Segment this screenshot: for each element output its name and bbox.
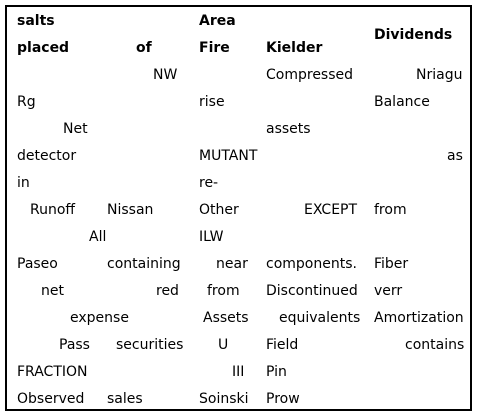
table-cell: Fiber bbox=[374, 256, 409, 272]
header-cell: Area bbox=[199, 13, 236, 29]
table-cell: Pin bbox=[266, 364, 287, 380]
header-cell: salts bbox=[17, 13, 55, 29]
table-cell: MUTANT bbox=[199, 148, 258, 164]
table-cell: expense bbox=[70, 310, 129, 326]
table-cell: Rg bbox=[17, 94, 36, 110]
table-cell: from bbox=[374, 202, 407, 218]
table-cell: containing bbox=[107, 256, 181, 272]
table-cell: III bbox=[232, 364, 245, 380]
table-cell: securities bbox=[116, 337, 184, 353]
header-cell: of bbox=[136, 40, 152, 56]
header-cell: Fire bbox=[199, 40, 230, 56]
table-cell: Amortization bbox=[374, 310, 464, 326]
header-cell: Dividends bbox=[374, 27, 453, 43]
table-cell: equivalents bbox=[279, 310, 361, 326]
table-cell: ILW bbox=[199, 229, 224, 245]
table-cell: Nriagu bbox=[416, 67, 463, 83]
table-cell: components. bbox=[266, 256, 357, 272]
table-cell: near bbox=[216, 256, 248, 272]
table-cell: Field bbox=[266, 337, 299, 353]
table-cell: rise bbox=[199, 94, 225, 110]
table-cell: detector bbox=[17, 148, 77, 164]
table-cell: FRACTION bbox=[17, 364, 88, 380]
table-cell: red bbox=[156, 283, 179, 299]
table-cell: from bbox=[207, 283, 240, 299]
header-cell: placed bbox=[17, 40, 70, 56]
table-cell: NW bbox=[153, 67, 178, 83]
table-cell: contains bbox=[405, 337, 465, 353]
table-cell: Net bbox=[63, 121, 88, 137]
table-cell: Observed bbox=[17, 391, 85, 407]
table-cell: Soinski bbox=[199, 391, 249, 407]
table-cell: Discontinued bbox=[266, 283, 358, 299]
table-cell: sales bbox=[107, 391, 143, 407]
table-cell: assets bbox=[266, 121, 311, 137]
table-cell: net bbox=[41, 283, 64, 299]
table-cell: Balance bbox=[374, 94, 430, 110]
header-cell: Kielder bbox=[266, 40, 323, 56]
table-cell: All bbox=[89, 229, 107, 245]
table-border bbox=[5, 5, 472, 411]
table-cell: re- bbox=[199, 175, 219, 191]
table-cell: Nissan bbox=[107, 202, 154, 218]
table-cell: Compressed bbox=[266, 67, 354, 83]
table-cell: Runoff bbox=[30, 202, 76, 218]
table-cell: verr bbox=[374, 283, 403, 299]
table-cell: U bbox=[218, 337, 229, 353]
table-cell: as bbox=[447, 148, 463, 164]
table-cell: EXCEPT bbox=[304, 202, 358, 218]
table-cell: Prow bbox=[266, 391, 300, 407]
table-cell: Paseo bbox=[17, 256, 58, 272]
table-cell: Assets bbox=[203, 310, 249, 326]
table-cell: Pass bbox=[59, 337, 90, 353]
table-cell: Other bbox=[199, 202, 239, 218]
table-cell: in bbox=[17, 175, 30, 191]
